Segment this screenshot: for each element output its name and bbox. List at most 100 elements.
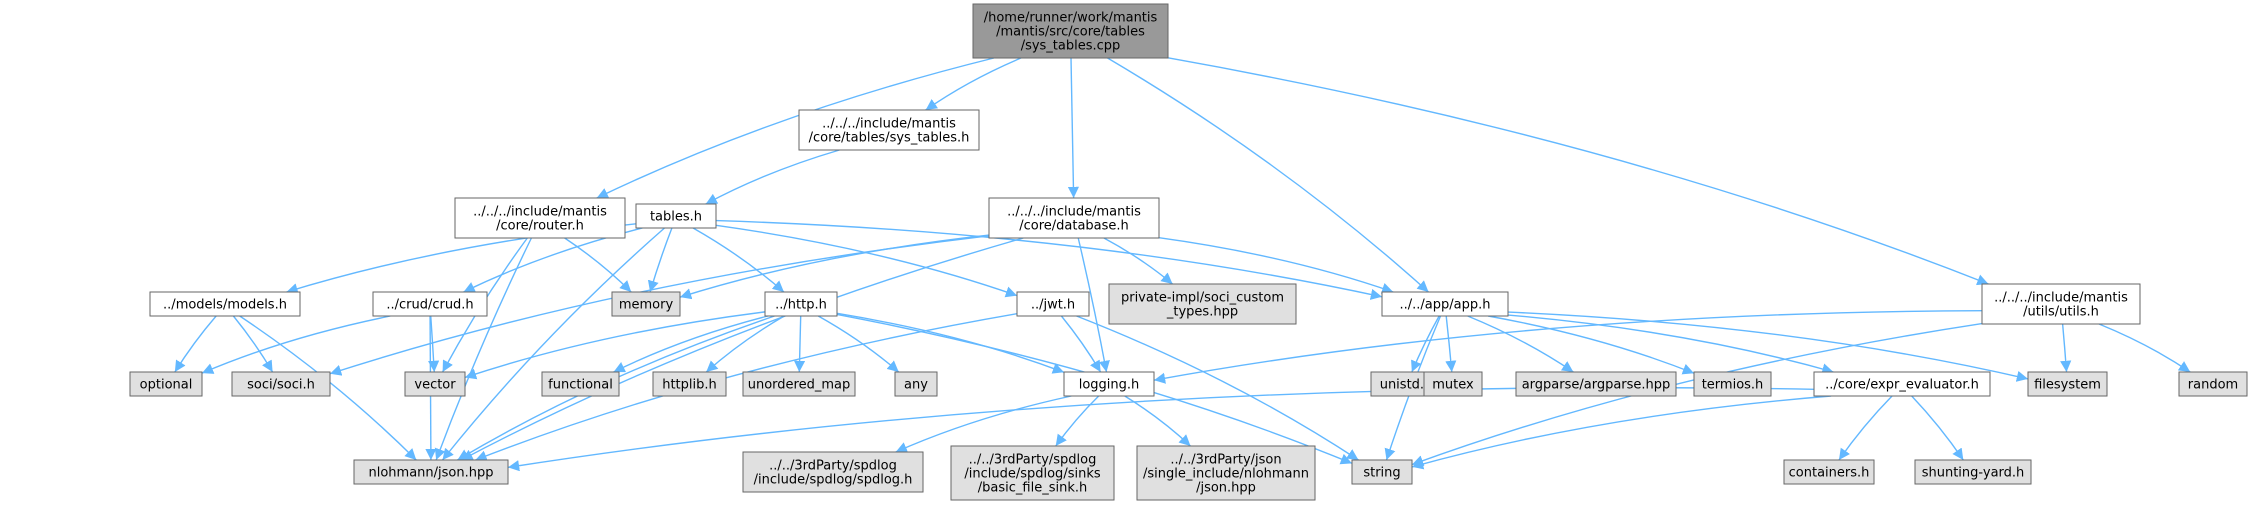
node-random: random xyxy=(2178,371,2248,397)
edge-tables-h-to-json-hpp xyxy=(441,227,665,461)
node-functional: functional xyxy=(541,371,620,397)
node-label-line: termios.h xyxy=(1702,378,1764,393)
node-crud-h[interactable]: ../crud/crud.h xyxy=(372,291,488,317)
node-box xyxy=(742,371,856,397)
node-box xyxy=(988,197,1160,239)
node-label-line: /home/runner/work/mantis xyxy=(984,11,1158,26)
node-database-h[interactable]: ../../../include/mantis/core/database.h xyxy=(988,197,1160,239)
edge-database-h-to-json-hpp xyxy=(461,237,1024,461)
node-box xyxy=(1693,371,1772,397)
node-box xyxy=(1381,291,1509,317)
edge-http-h-to-functional xyxy=(613,315,769,373)
node-vector: vector xyxy=(404,371,466,397)
node-label-line: ../../3rdParty/json xyxy=(1170,453,1281,468)
node-box xyxy=(372,291,488,317)
node-box xyxy=(742,451,924,493)
edge-app-h-to-filesystem xyxy=(1507,311,2029,382)
node-box xyxy=(1351,459,1413,485)
node-box xyxy=(231,371,331,397)
edge-jwt-h-to-logging-h xyxy=(1060,315,1102,373)
node-label-line: random xyxy=(2188,378,2238,393)
edge-tables-h-to-app-h xyxy=(715,219,1383,300)
node-models-h[interactable]: ../models/models.h xyxy=(149,291,301,317)
edge-http-h-to-logging-h xyxy=(836,312,1065,374)
node-box xyxy=(611,291,681,317)
edge-crud-h-to-vector xyxy=(428,315,440,373)
node-box xyxy=(764,291,838,317)
node-box xyxy=(129,371,203,397)
edge-http-h-to-any xyxy=(817,315,900,373)
node-memory: memory xyxy=(611,291,681,317)
node-box xyxy=(404,371,466,397)
node-jwt-h[interactable]: ../jwt.h xyxy=(1016,291,1090,317)
node-layer: /home/runner/work/mantis/mantis/src/core… xyxy=(129,3,2248,501)
edge-jwt-h-to-json-hpp xyxy=(475,313,1018,462)
node-label-line: /include/spdlog/sinks xyxy=(964,467,1100,482)
node-label-line: ../../../include/mantis xyxy=(1994,291,2128,306)
edge-utils-h-to-string xyxy=(1411,322,1983,467)
node-label-line: argparse/argparse.hpp xyxy=(1522,378,1671,393)
node-label-line: nlohmann/json.hpp xyxy=(369,466,494,481)
node-root[interactable]: /home/runner/work/mantis/mantis/src/core… xyxy=(972,3,1169,59)
node-label-line: soci/soci.h xyxy=(247,378,315,393)
node-label-line: _types.hpp xyxy=(1166,305,1238,320)
node-termios-h: termios.h xyxy=(1693,371,1772,397)
node-utils-h[interactable]: ../../../include/mantis/utils/utils.h xyxy=(1981,283,2141,325)
edge-root-to-app-h xyxy=(1107,57,1430,293)
node-label-line: tables.h xyxy=(650,210,702,225)
node-label-line: mutex xyxy=(1432,378,1474,393)
node-expr-evaluator-h[interactable]: ../core/expr_evaluator.h xyxy=(1813,371,1991,397)
edge-root-to-utils-h xyxy=(1167,57,1989,286)
node-box xyxy=(1515,371,1677,397)
edge-models-h-to-optional xyxy=(174,315,217,373)
node-box xyxy=(1981,283,2141,325)
node-label-line: unordered_map xyxy=(748,378,851,393)
node-sys-tables-h[interactable]: ../../../include/mantis/core/tables/sys_… xyxy=(798,109,980,151)
node-label-line: ../crud/crud.h xyxy=(386,298,473,313)
node-box xyxy=(2027,371,2108,397)
node-argparse: argparse/argparse.hpp xyxy=(1515,371,1677,397)
node-box xyxy=(1063,371,1155,397)
edge-utils-h-to-filesystem xyxy=(2060,323,2072,373)
edge-utils-h-to-random xyxy=(2098,323,2191,373)
node-label-line: ../../3rdParty/spdlog xyxy=(969,453,1097,468)
node-label-line: /sys_tables.cpp xyxy=(1021,39,1121,54)
node-string: string xyxy=(1351,459,1413,485)
node-any: any xyxy=(894,371,938,397)
node-mutex: mutex xyxy=(1423,371,1483,397)
edge-app-h-to-unistd-h xyxy=(1411,315,1440,373)
edge-tables-h-to-http-h xyxy=(692,227,785,293)
node-json-hpp: nlohmann/json.hpp xyxy=(353,459,509,485)
node-http-h[interactable]: ../http.h xyxy=(764,291,838,317)
node-tables-h[interactable]: tables.h xyxy=(635,203,717,229)
edge-router-h-to-json-hpp xyxy=(434,237,533,461)
node-box xyxy=(353,459,509,485)
edge-logging-h-to-spdlog-h xyxy=(895,395,1072,453)
node-logging-h[interactable]: logging.h xyxy=(1063,371,1155,397)
node-label-line: ../../../include/mantis xyxy=(1007,205,1141,220)
edge-tables-h-to-memory xyxy=(647,227,673,293)
edge-tables-h-to-jwt-h xyxy=(715,224,1018,298)
node-box xyxy=(1136,445,1316,501)
node-label-line: /core/database.h xyxy=(1019,219,1129,234)
edge-http-h-to-httplib-h xyxy=(705,315,785,373)
node-app-h[interactable]: ../../app/app.h xyxy=(1381,291,1509,317)
node-label-line: containers.h xyxy=(1789,466,1870,481)
edge-http-h-to-unordered-map xyxy=(793,315,806,373)
edge-utils-h-to-logging-h xyxy=(1153,309,1983,384)
edge-expr-evaluator-h-to-containers-h xyxy=(1838,395,1893,461)
node-box xyxy=(950,445,1115,501)
node-label-line: /basic_file_sink.h xyxy=(978,481,1087,496)
node-label-line: ../core/expr_evaluator.h xyxy=(1825,378,1979,393)
node-label-line: /json.hpp xyxy=(1196,481,1256,496)
node-label-line: /single_include/nlohmann xyxy=(1143,467,1309,482)
node-label-line: filesystem xyxy=(2034,378,2101,393)
node-label-line: ../http.h xyxy=(775,298,827,313)
node-router-h[interactable]: ../../../include/mantis/core/router.h xyxy=(454,197,626,239)
node-label-line: vector xyxy=(414,378,456,393)
node-basic-file-sink: ../../3rdParty/spdlog/include/spdlog/sin… xyxy=(950,445,1115,501)
node-filesystem: filesystem xyxy=(2027,371,2108,397)
node-box xyxy=(972,3,1169,59)
node-box xyxy=(1813,371,1991,397)
